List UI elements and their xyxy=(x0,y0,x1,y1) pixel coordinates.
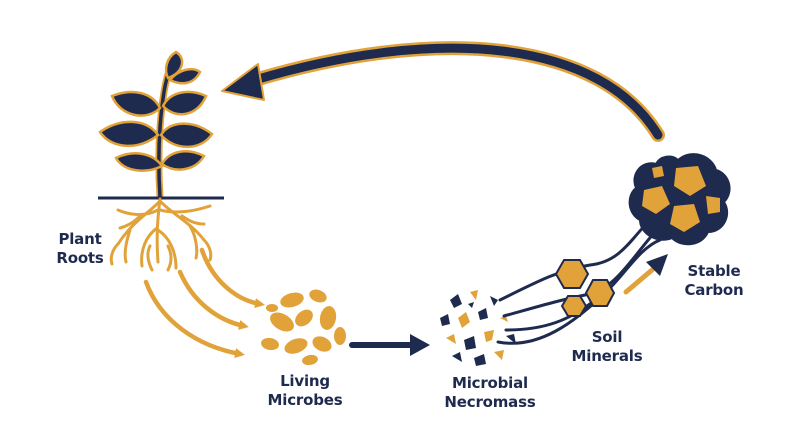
label-stable-carbon-line2: Carbon xyxy=(684,281,744,299)
root-to-microbe-arrows xyxy=(143,247,265,359)
label-soil-minerals-line2: Minerals xyxy=(571,347,643,365)
label-plant-roots-line1: Plant xyxy=(58,230,102,248)
label-living-microbes-line2: Microbes xyxy=(267,391,343,409)
label-plant-roots: Plant Roots xyxy=(40,230,120,268)
label-microbial-necromass: Microbial Necromass xyxy=(430,374,550,412)
label-stable-carbon-line1: Stable xyxy=(687,262,741,280)
mineral-to-carbon-arrow xyxy=(623,254,668,295)
necromass-fragments-icon xyxy=(440,290,516,366)
mineral-hexagons-icon xyxy=(554,259,616,317)
cycle-arrow-icon xyxy=(221,41,665,142)
label-soil-minerals-line1: Soil xyxy=(591,328,623,346)
label-microbial-necromass-line1: Microbial xyxy=(451,374,528,392)
label-living-microbes: Living Microbes xyxy=(250,372,360,410)
label-microbial-necromass-line2: Necromass xyxy=(444,393,536,411)
label-soil-minerals: Soil Minerals xyxy=(552,328,662,366)
label-plant-roots-line2: Roots xyxy=(56,249,104,267)
microbe-to-necromass-arrow xyxy=(349,334,430,356)
label-stable-carbon: Stable Carbon xyxy=(664,262,764,300)
roots-icon xyxy=(109,197,213,272)
microbes-icon xyxy=(261,289,346,366)
plant-icon xyxy=(98,50,224,201)
binding-strands xyxy=(496,218,662,345)
label-living-microbes-line1: Living xyxy=(280,372,330,390)
carbon-aggregate-icon xyxy=(628,153,731,246)
